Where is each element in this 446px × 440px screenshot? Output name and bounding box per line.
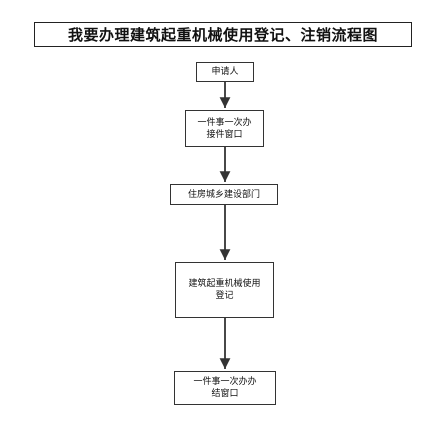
node-housing-department: 住房城乡建设部门: [170, 184, 278, 205]
node-label-line2: 接件窗口: [206, 129, 243, 140]
diagram-title: 我要办理建筑起重机械使用登记、注销流程图: [34, 22, 412, 47]
node-label-line2: 登记: [215, 291, 234, 301]
node-completion-window: 一件事一次办办 结窗口: [174, 371, 276, 405]
node-label-line2: 结窗口: [211, 389, 239, 399]
node-applicant: 申请人: [196, 62, 254, 82]
node-label-line1: 一件事一次办: [197, 117, 252, 128]
node-intake-window: 一件事一次办 接件窗口: [185, 110, 264, 147]
node-label-line1: 一件事一次办办: [193, 377, 257, 387]
node-label-line1: 建筑起重机械使用: [188, 279, 261, 289]
node-label: 住房城乡建设部门: [187, 189, 260, 200]
node-label: 申请人: [211, 67, 239, 77]
node-crane-registration: 建筑起重机械使用 登记: [175, 262, 274, 318]
